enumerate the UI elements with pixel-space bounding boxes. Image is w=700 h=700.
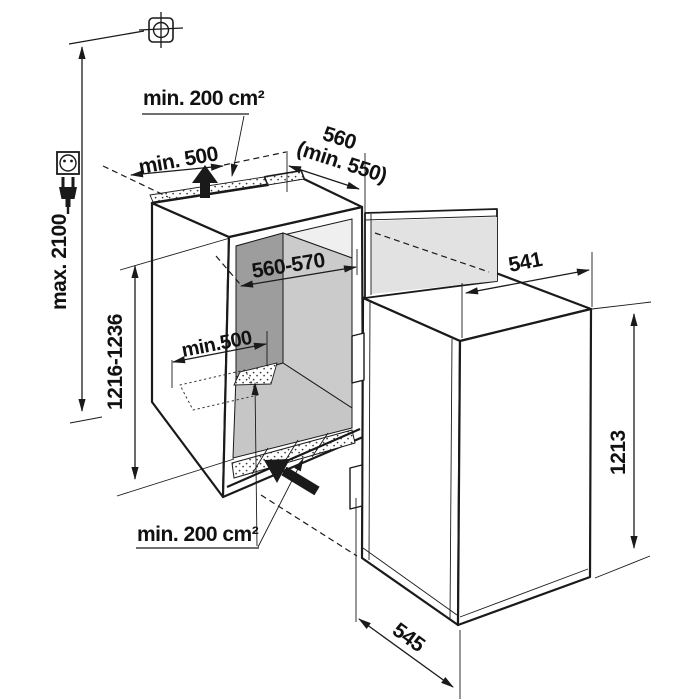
dim-appliance-height: 1213 [591,301,652,579]
dim-socket-height-label: max. 2100 [48,214,71,310]
appliance [349,268,593,627]
appliance-height-label: 1213 [607,430,630,475]
decor-door-panel [364,208,498,299]
dim-niche-height: 1216-1236 [104,237,235,497]
floor-vent-cutout [233,362,278,386]
power-plug-icon [59,177,77,214]
top-vent-area-label: min. 200 cm² [143,87,265,110]
niche-left-inner-wall [235,232,284,378]
dim-socket-height: max. 2100 [48,46,103,424]
hinge-bracket-top [351,332,365,384]
hinge-bracket-bottom [349,464,363,510]
frame-bottom-inner-edge [226,427,361,489]
socket-position-crosshair-icon [138,12,184,48]
dim-bottom-vent-area: min. 200 cm² [136,382,304,549]
appliance-front-face [360,296,462,627]
door-swing-dashed-line [374,232,490,273]
airflow-in-arrow [264,459,320,496]
niche-height-label: 1216-1236 [104,314,127,410]
appliance-width-label: 541 [507,248,545,277]
niche-cabinet [149,169,365,499]
socket-pointer-line [68,30,145,45]
bottom-vent-area-label: min. 200 cm² [137,523,259,546]
wall-socket-icon [56,151,80,175]
appliance-right-face [456,307,593,627]
appliance-depth-label: 545 [388,618,429,657]
airflow-path-dashed-line [260,494,358,557]
dim-top-vent-area: min. 200 cm² [142,87,265,177]
